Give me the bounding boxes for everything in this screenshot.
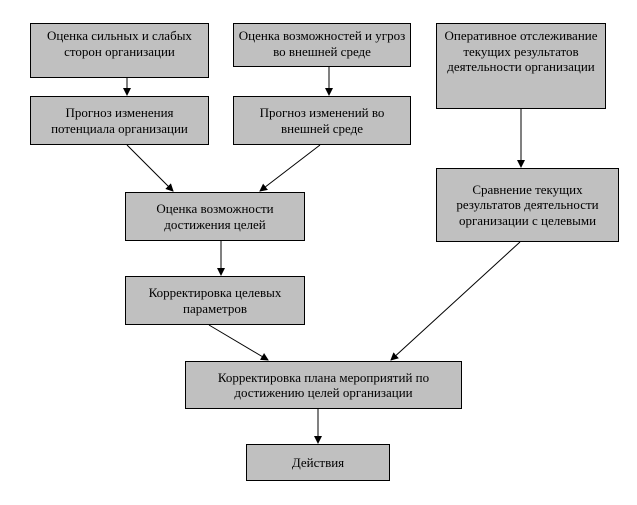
node-goal-feasibility: Оценка возможности достижения целей: [125, 192, 305, 241]
arrow-target-adjustment-to-plan-adjustment: [208, 324, 269, 361]
node-actions: Действия: [246, 444, 390, 481]
arrow-external-forecast-to-goal-feasibility: [259, 144, 321, 192]
node-operational-monitoring: Оперативное отслеживание текущих результ…: [436, 23, 606, 109]
node-external-forecast: Прогноз изменений во внешней среде: [233, 96, 411, 145]
node-plan-adjustment: Корректировка плана мероприятий по дости…: [185, 361, 462, 409]
node-opportunities-threats: Оценка возможностей и угроз во внешней с…: [233, 23, 411, 67]
arrow-potential-forecast-to-goal-feasibility: [126, 144, 174, 192]
node-strengths-weaknesses: Оценка сильных и слабых сторон организац…: [30, 23, 209, 78]
arrow-comparison-to-plan-adjustment: [390, 241, 521, 361]
node-target-adjustment: Корректировка целевых параметров: [125, 276, 305, 325]
node-results-comparison: Сравнение текущих результатов деятельнос…: [436, 168, 619, 242]
node-potential-forecast: Прогноз изменения потенциала организации: [30, 96, 209, 145]
